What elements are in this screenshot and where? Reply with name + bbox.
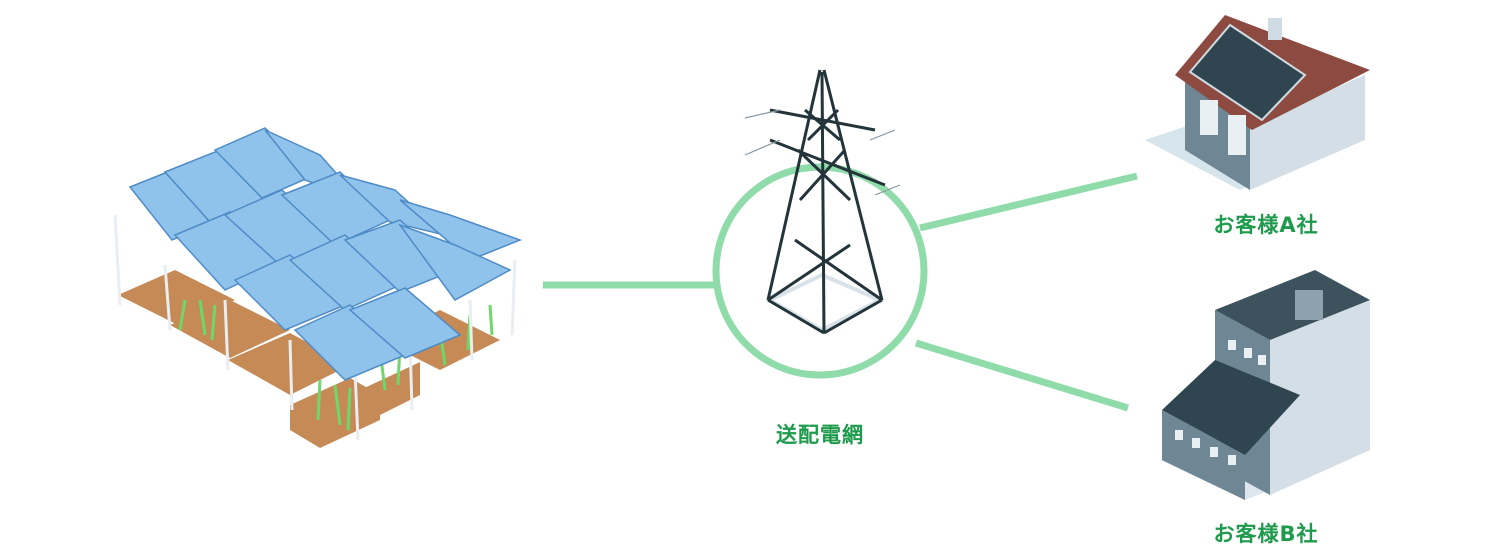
grid-label: 送配電網 bbox=[776, 423, 864, 447]
connector-grid-customer-b bbox=[914, 339, 1130, 412]
agrivoltaic-solar-farm-icon bbox=[113, 127, 523, 448]
customer-a-label: お客様A社 bbox=[1213, 213, 1319, 237]
customer-b-label: お客様B社 bbox=[1213, 522, 1319, 546]
grid-circle bbox=[712, 163, 928, 379]
connectors bbox=[543, 163, 1138, 412]
connector-grid-customer-a bbox=[919, 172, 1138, 232]
transmission-tower-icon bbox=[744, 69, 901, 335]
office-building-icon bbox=[1160, 270, 1370, 500]
house-with-solar-icon bbox=[1145, 15, 1370, 190]
